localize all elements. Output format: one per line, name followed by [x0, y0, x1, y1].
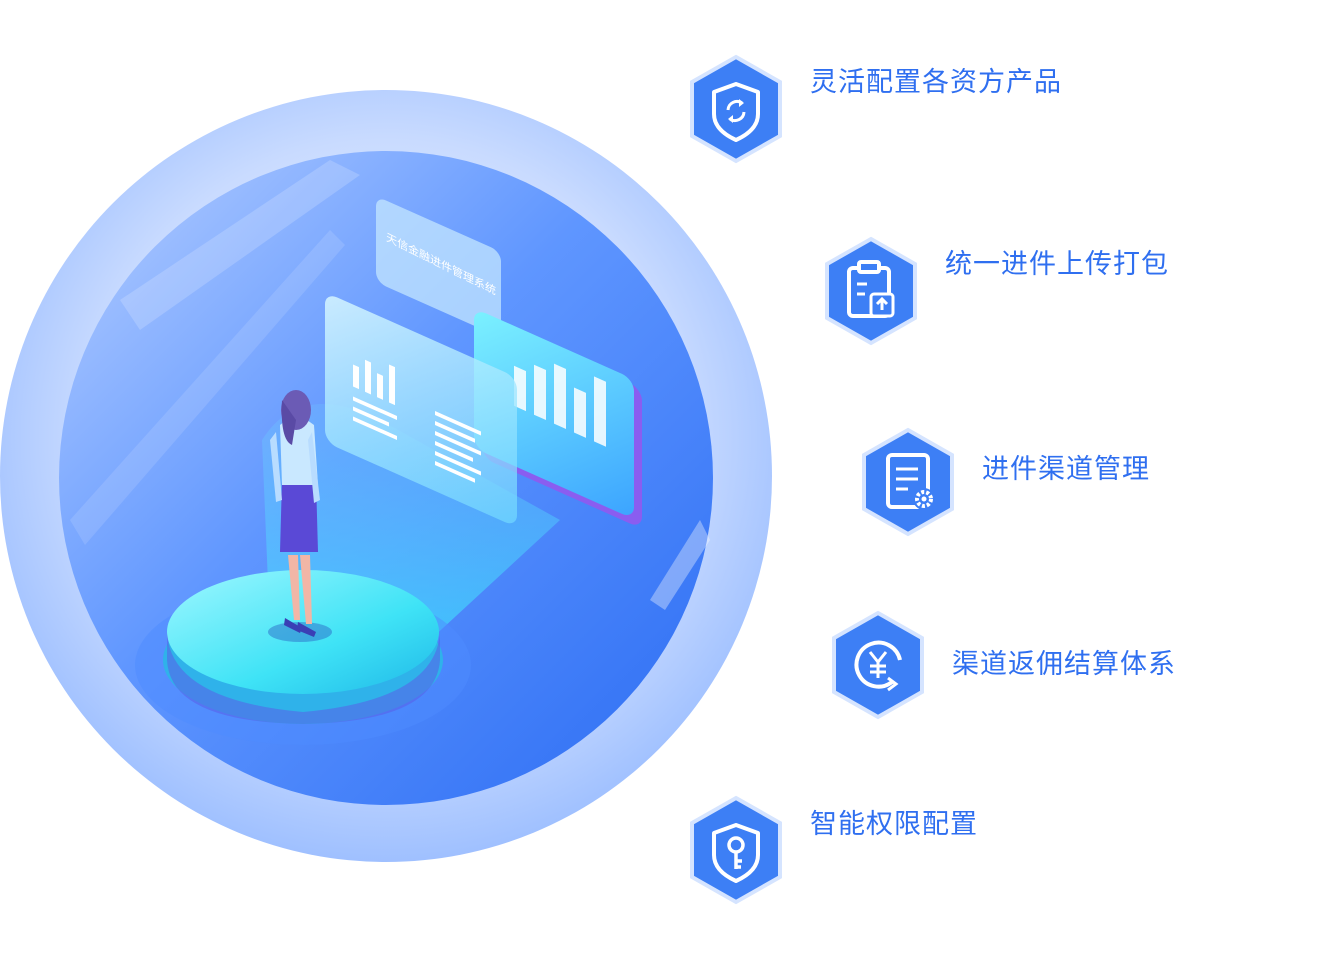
feature-label: 灵活配置各资方产品	[810, 67, 1062, 98]
woman-figure	[268, 390, 332, 642]
clipboard-upload-icon	[825, 236, 917, 346]
yen-cycle-icon	[832, 610, 924, 720]
feature-label: 统一进件上传打包	[945, 249, 1169, 280]
hex-badge	[860, 427, 956, 537]
feature-label: 进件渠道管理	[982, 454, 1150, 485]
hex-badge	[688, 54, 784, 164]
document-settings-icon	[862, 427, 954, 537]
shield-key-icon	[690, 795, 782, 905]
hex-badge	[823, 236, 919, 346]
shield-refresh-icon	[690, 54, 782, 164]
feature-label: 智能权限配置	[810, 809, 978, 840]
front-data-panel	[325, 296, 517, 524]
back-info-panel: 天信金融进件管理系统	[376, 199, 501, 335]
feature-label: 渠道返佣结算体系	[952, 649, 1176, 680]
hex-badge	[830, 610, 926, 720]
hex-badge	[688, 795, 784, 905]
